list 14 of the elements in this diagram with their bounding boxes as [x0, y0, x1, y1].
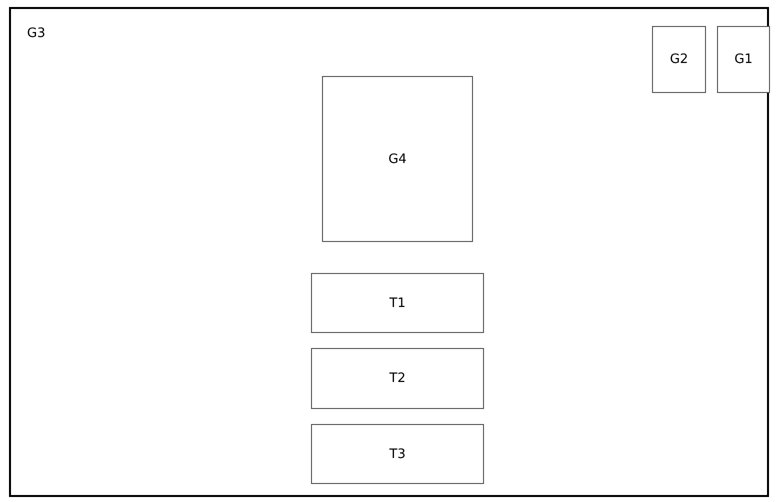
- component-box: [311, 273, 484, 333]
- box-label: G1: [734, 52, 753, 67]
- component-box: [311, 424, 484, 484]
- box-label: T2: [389, 371, 406, 386]
- frame-label: G3: [27, 26, 46, 41]
- frame-box: [9, 7, 769, 497]
- component-box: [652, 26, 706, 93]
- component-box: [311, 348, 484, 409]
- box-label: T3: [389, 446, 406, 462]
- box-label: G2: [670, 52, 688, 67]
- box-label: T1: [389, 296, 406, 310]
- component-box: [717, 26, 770, 93]
- box-label: G4: [388, 152, 407, 166]
- component-box: [322, 76, 473, 242]
